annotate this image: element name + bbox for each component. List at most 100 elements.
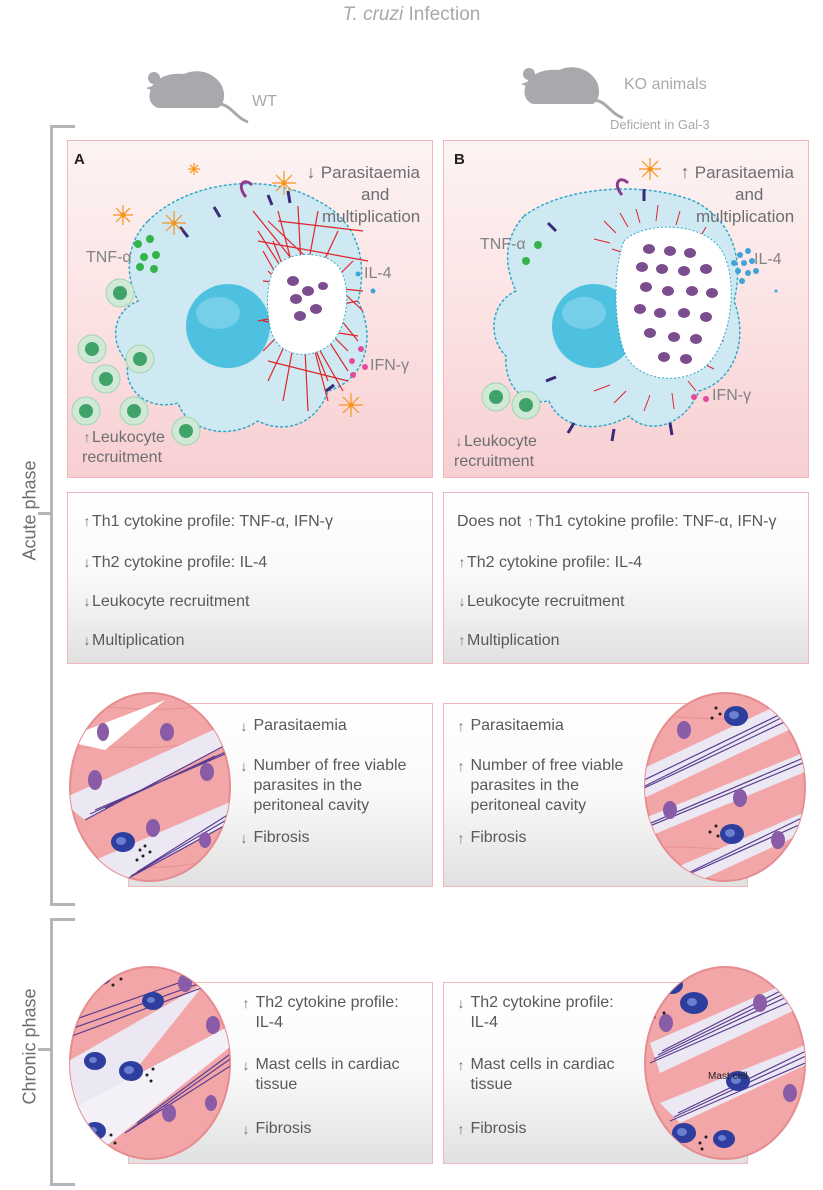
panel-b-parasitaemia-arrow-icon: ↑ [680, 162, 690, 182]
tissue-wt-item-0-line0: Parasitaemia [253, 717, 347, 734]
chronic-wt-item-1: ↓ Mast cells in cardiac tissue [241, 1055, 400, 1095]
tissue-wt-item-1-line2: peritoneal cavity [253, 797, 370, 814]
tissue-ko-item-2: ↑ Fibrosis [456, 828, 527, 848]
tnf-trimers [639, 158, 661, 180]
acute-wt-item-0-text: Th1 cytokine profile: TNF-α, IFN-γ [92, 513, 334, 530]
panel-a-parasitaemia-label: ↓ Parasitaemia and multiplication [306, 161, 421, 228]
ko-label: KO animals [624, 76, 707, 93]
ko-sublabel: Deficient in Gal-3 [610, 117, 710, 132]
tissue-ko-item-2-arrow-icon: ↑ [457, 830, 465, 846]
panel-a-leukocyte-line1: Leukocyte [92, 429, 165, 446]
acute-wt-item-0: ↑Th1 cytokine profile: TNF-α, IFN-γ [82, 513, 334, 531]
acute-phase-bracket [50, 125, 75, 906]
panel-a-parasitaemia-line1: Parasitaemia [320, 163, 420, 182]
acute-ko-item-0-arrow-icon: ↑ [526, 513, 534, 529]
tissue-wt-item-2-line0: Fibrosis [253, 829, 310, 846]
chronic-ko-item-1-line1: tissue [470, 1076, 513, 1093]
acute-ko-item-1: ↑Th2 cytokine profile: IL-4 [457, 554, 643, 572]
tissue-wt-circle [69, 692, 231, 882]
panel-a-parasitaemia-line2: and [361, 185, 390, 204]
parasites [287, 276, 328, 321]
acute-ko-item-0-text: Th1 cytokine profile: TNF-α, IFN-γ [535, 513, 777, 530]
panel-b-parasitaemia-line1: Parasitaemia [694, 163, 794, 182]
tissue-wt-item-2: ↓ Fibrosis [239, 828, 310, 848]
panel-b-leukocyte-line2: recruitment [454, 453, 535, 470]
figure-title: T. cruzi Infection [0, 4, 823, 26]
acute-wt-item-1: ↓Th2 cytokine profile: IL-4 [82, 554, 268, 572]
acute-ko-item-2-text: Leukocyte recruitment [467, 593, 625, 610]
panel-a-il4-label: IL-4 [364, 265, 392, 282]
tissue-wt-item-0: ↓ Parasitaemia [239, 716, 347, 736]
acute-wt-item-1-arrow-icon: ↓ [83, 554, 91, 570]
wt-label: WT [252, 93, 277, 110]
tissue-wt-item-0-arrow-icon: ↓ [240, 718, 248, 734]
chronic-wt-circle [69, 966, 231, 1160]
chronic-wt-item-1-line1: tissue [255, 1076, 298, 1093]
acute-ko-summary-box: Does not ↑Th1 cytokine profile: TNF-α, I… [443, 492, 809, 664]
acute-wt-item-2-arrow-icon: ↓ [83, 593, 91, 609]
panel-a-illustration [71, 163, 376, 446]
chronic-ko-item-0-arrow-icon: ↓ [457, 995, 465, 1011]
acute-wt-item-0-arrow-icon: ↑ [83, 513, 91, 529]
chronic-wt-item-2-line0: Fibrosis [255, 1120, 312, 1137]
chronic-wt-item-0-line1: IL-4 [255, 1014, 284, 1031]
tissue-ko-item-1-line0: Number of free viable [470, 757, 624, 774]
panel-a-leukocyte-line2: recruitment [82, 449, 163, 466]
chronic-ko-item-0-line0: Th2 cytokine profile: [470, 994, 614, 1011]
title-pathogen: T. cruzi [342, 4, 404, 25]
tissue-wt-item-1-line0: Number of free viable [253, 757, 407, 774]
panel-b-il4-label: IL-4 [754, 251, 782, 268]
acute-wt-item-3: ↓Multiplication [82, 632, 185, 650]
chronic-wt-item-2: ↓ Fibrosis [241, 1119, 312, 1139]
panel-b: B ↑ Parasitaemia and multiplication TNF-… [443, 140, 809, 478]
chronic-wt-item-0: ↑ Th2 cytokine profile:IL-4 [241, 993, 399, 1033]
parasites [634, 244, 718, 364]
chronic-wt-item-1-line0: Mast cells in cardiac [255, 1056, 400, 1073]
panel-a-letter: A [74, 151, 85, 168]
acute-phase-tick [38, 512, 52, 515]
acute-wt-summary-box: ↑Th1 cytokine profile: TNF-α, IFN-γ ↓Th2… [67, 492, 433, 664]
acute-wt-item-1-text: Th2 cytokine profile: IL-4 [92, 554, 268, 571]
acute-ko-item-2: ↓Leukocyte recruitment [457, 593, 625, 611]
panel-a-tnf-label: TNF-α [86, 249, 132, 266]
panel-b-parasitaemia-line2: and [735, 185, 764, 204]
panel-b-letter: B [454, 151, 465, 168]
acute-ko-item-1-arrow-icon: ↑ [458, 554, 466, 570]
panel-b-leukocyte-arrow-icon: ↓ [455, 433, 463, 449]
tissue-ko-item-0-line0: Parasitaemia [470, 717, 564, 734]
tissue-wt-item-1-arrow-icon: ↓ [240, 758, 248, 774]
acute-ko-item-3: ↑Multiplication [457, 632, 560, 650]
panel-a-leukocyte-arrow-icon: ↑ [83, 429, 91, 445]
panel-b-parasitaemia-line3: multiplication [696, 207, 795, 226]
tissue-ko-item-1: ↑ Number of free viable parasites in the p… [456, 756, 624, 816]
chronic-ko-item-2-line0: Fibrosis [470, 1120, 527, 1137]
panel-b-leukocyte-label: ↓Leukocyte recruitment [454, 431, 537, 472]
panel-a: A ↓ Parasitaemia and multiplication TNF-… [67, 140, 433, 478]
leukocytes [481, 382, 541, 420]
acute-ko-item-1-text: Th2 cytokine profile: IL-4 [467, 554, 643, 571]
tissue-ko-item-1-arrow-icon: ↑ [457, 758, 465, 774]
acute-ko-item-3-text: Multiplication [467, 632, 560, 649]
il4-cytokines [731, 248, 778, 293]
acute-wt-item-2-text: Leukocyte recruitment [92, 593, 250, 610]
ko-mouse-icon [521, 67, 624, 120]
chronic-phase-bracket [50, 918, 75, 1186]
panel-b-tnf-label: TNF-α [480, 236, 526, 253]
acute-ko-item-2-arrow-icon: ↓ [458, 593, 466, 609]
chronic-ko-circle [644, 966, 806, 1160]
chronic-ko-item-0-line1: IL-4 [470, 1014, 499, 1031]
chronic-ko-item-0: ↓ Th2 cytokine profile: IL-4 [456, 993, 614, 1033]
chronic-wt-item-1-arrow-icon: ↓ [242, 1057, 250, 1073]
tnf-cytokines [134, 235, 160, 273]
panel-b-leukocyte-line1: Leukocyte [464, 433, 537, 450]
tissue-ko-item-0: ↑ Parasitaemia [456, 716, 564, 736]
chronic-ko-item-1-line0: Mast cells in cardiac [470, 1056, 615, 1073]
title-rest: Infection [403, 4, 481, 25]
panel-b-illustration [481, 158, 778, 442]
tissue-ko-item-1-line2: peritoneal cavity [470, 797, 587, 814]
chronic-phase-tick [38, 1048, 52, 1051]
wt-mouse-icon [146, 71, 249, 124]
tissue-ko-item-1-line1: parasites in the [470, 777, 579, 794]
